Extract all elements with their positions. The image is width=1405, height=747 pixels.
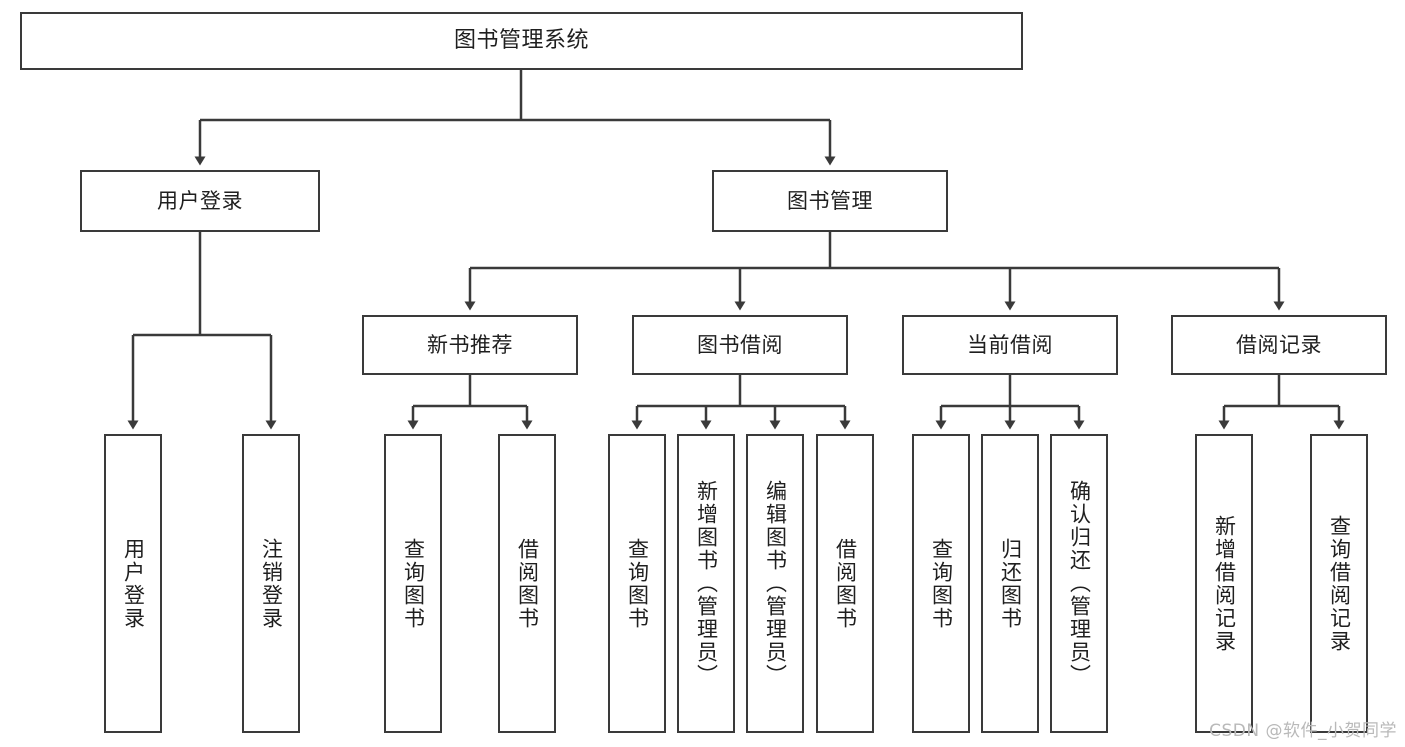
node-current-borrow[interactable]: 当前借阅 — [902, 315, 1118, 375]
leaf-confirm-return-admin[interactable]: 确认归还（管理员） — [1050, 434, 1108, 733]
leaf-user-login[interactable]: 用户登录 — [104, 434, 162, 733]
node-label: 借阅图书 — [515, 537, 540, 630]
node-label: 借阅记录 — [1236, 332, 1322, 357]
node-label: 新书推荐 — [427, 332, 513, 357]
node-new-book-recommend[interactable]: 新书推荐 — [362, 315, 578, 375]
node-label: 图书管理 — [787, 188, 873, 213]
node-label: 查询图书 — [401, 537, 426, 630]
node-label: 编辑图书（管理员） — [763, 480, 788, 687]
node-label: 新增图书（管理员） — [694, 480, 719, 687]
node-user-login[interactable]: 用户登录 — [80, 170, 320, 232]
leaf-return-book[interactable]: 归还图书 — [981, 434, 1039, 733]
leaf-add-borrow-record[interactable]: 新增借阅记录 — [1195, 434, 1253, 733]
node-label: 图书管理系统 — [453, 28, 589, 54]
node-label: 当前借阅 — [967, 332, 1053, 357]
leaf-add-book-admin[interactable]: 新增图书（管理员） — [677, 434, 735, 733]
leaf-query-borrow-record[interactable]: 查询借阅记录 — [1310, 434, 1368, 733]
node-label: 新增借阅记录 — [1212, 514, 1237, 653]
leaf-borrow-book-recommend[interactable]: 借阅图书 — [498, 434, 556, 733]
leaf-user-logout[interactable]: 注销登录 — [242, 434, 300, 733]
node-label: 确认归还（管理员） — [1067, 480, 1092, 687]
node-label: 查询借阅记录 — [1327, 514, 1352, 653]
leaf-edit-book-admin[interactable]: 编辑图书（管理员） — [746, 434, 804, 733]
watermark-text: CSDN @软件_小贺同学 — [1209, 721, 1397, 741]
node-label: 图书借阅 — [697, 332, 783, 357]
node-label: 用户登录 — [121, 537, 146, 630]
node-book-borrow[interactable]: 图书借阅 — [632, 315, 848, 375]
node-label: 注销登录 — [259, 537, 284, 630]
node-root-system[interactable]: 图书管理系统 — [20, 12, 1023, 70]
leaf-query-book-current[interactable]: 查询图书 — [912, 434, 970, 733]
node-label: 查询图书 — [625, 537, 650, 630]
node-label: 借阅图书 — [833, 537, 858, 630]
node-borrow-records[interactable]: 借阅记录 — [1171, 315, 1387, 375]
leaf-borrow-book[interactable]: 借阅图书 — [816, 434, 874, 733]
leaf-query-book-recommend[interactable]: 查询图书 — [384, 434, 442, 733]
node-label: 用户登录 — [157, 188, 243, 213]
node-label: 归还图书 — [998, 537, 1023, 630]
leaf-query-book-borrow[interactable]: 查询图书 — [608, 434, 666, 733]
node-label: 查询图书 — [929, 537, 954, 630]
node-book-management[interactable]: 图书管理 — [712, 170, 948, 232]
